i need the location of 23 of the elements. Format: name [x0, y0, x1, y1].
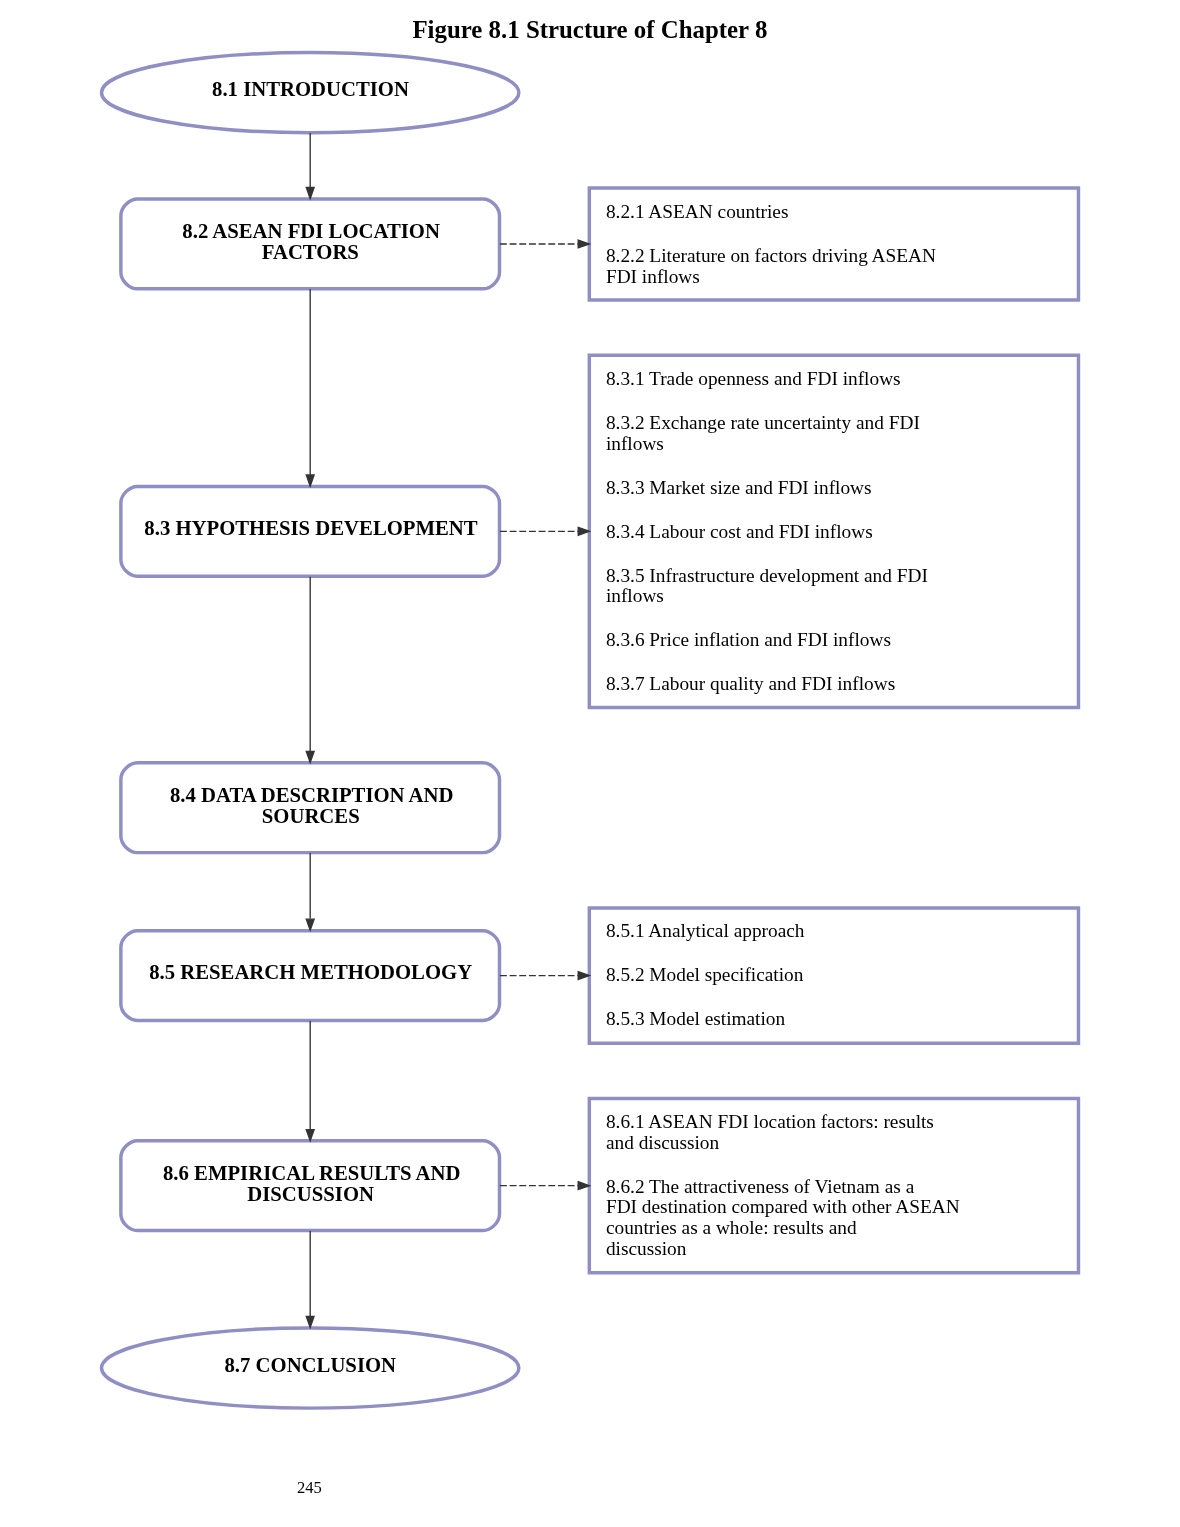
node-box: 8.2.1 ASEAN countries 8.2.2 Literature on factors driving ASEAN FDI inflows: [587, 186, 1081, 302]
arrow: [305, 1230, 316, 1330]
label: 245: [297, 1477, 322, 1497]
node-box: 8.3.1 Trade openness and FDI inflows 8.3.2 Exchange rate uncertainty and FDI inflows 8.3.3 Market size and FDI inflows 8.3.4 Labour cost and FDI inflows 8.3.5 Infrastructure development and FDI inflows 8.3.6 Price inflation and FDI inflows 8.3.7 Labour quality and FDI inflows: [587, 353, 1081, 710]
arrow: [305, 288, 316, 489]
arrow: [305, 1020, 316, 1143]
node-box: 8.6.1 ASEAN FDI location factors: results and discussion 8.6.2 The attractiveness of Vietnam as a FDI destination compared with other ASEAN countries as a whole: results and discussion: [587, 1096, 1081, 1275]
arrow: [305, 576, 316, 765]
arrow: [499, 1180, 592, 1191]
node-ellipse: 8.1 INTRODUCTION: [99, 50, 521, 135]
node-box: 8.5 RESEARCH METHODOLOGY: [119, 928, 502, 1023]
node-box: 8.5.1 Analytical approach 8.5.2 Model specification 8.5.3 Model estimation: [587, 906, 1081, 1046]
node-box: 8.6 EMPIRICAL RESULTS AND DISCUSSION: [119, 1139, 502, 1233]
node-box: 8.2 ASEAN FDI LOCATION FACTORS: [119, 197, 502, 291]
arrow: [305, 132, 316, 201]
node-ellipse: 8.7 CONCLUSION: [99, 1326, 521, 1410]
arrow: [499, 526, 592, 537]
arrow: [499, 970, 592, 981]
node-box: 8.3 HYPOTHESIS DEVELOPMENT: [119, 484, 502, 578]
diagram-title: Figure 8.1 Structure of Chapter 8: [412, 15, 768, 43]
node-box: 8.4 DATA DESCRIPTION AND SOURCES: [119, 761, 502, 855]
arrow: [499, 239, 592, 249]
arrow: [305, 852, 316, 933]
